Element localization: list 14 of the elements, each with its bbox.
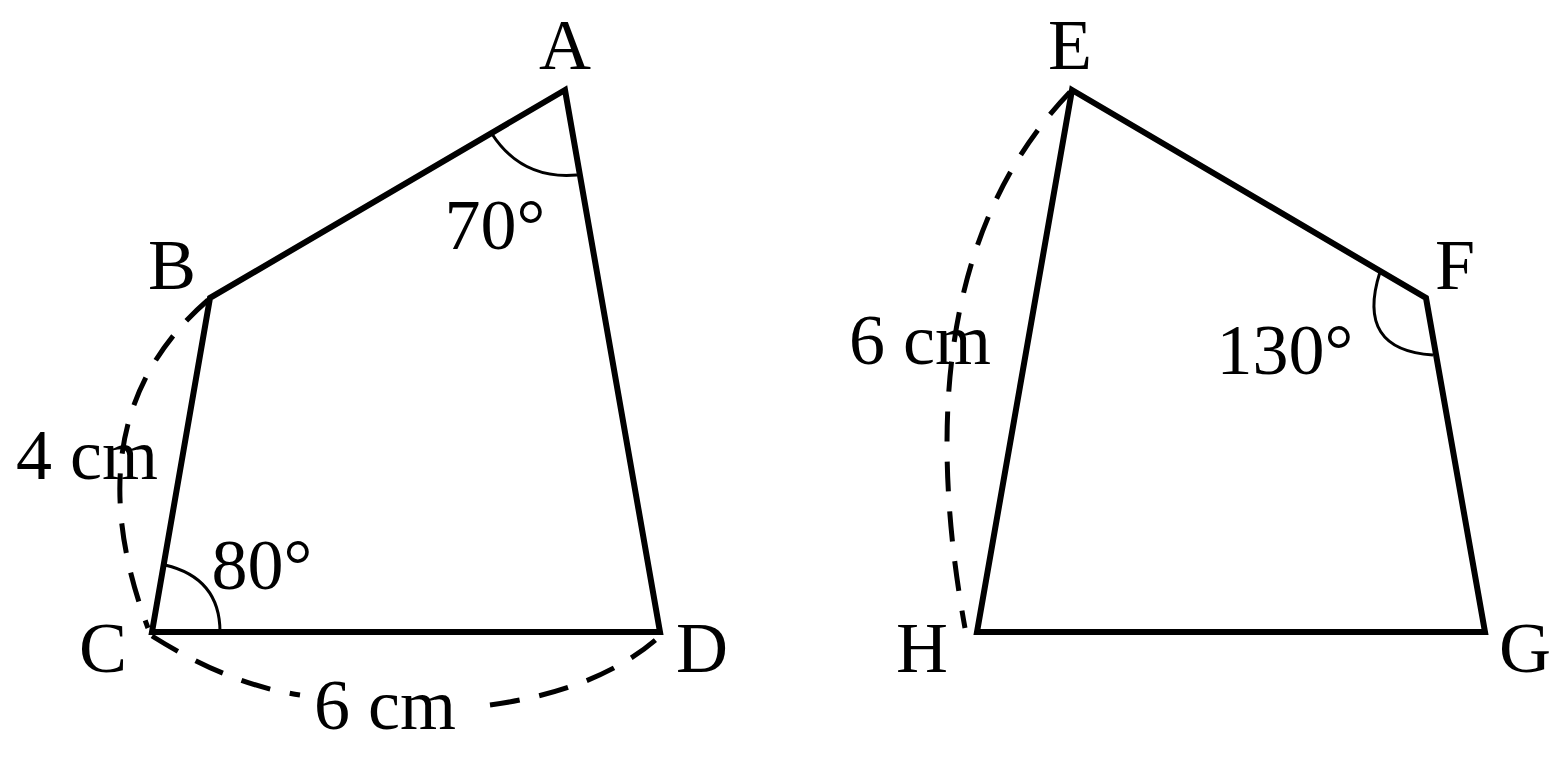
- vertex-label: D: [676, 612, 728, 684]
- angle-label: 70°: [444, 189, 546, 261]
- angle-label: 130°: [1216, 314, 1354, 386]
- vertex-label: G: [1499, 612, 1551, 684]
- length-label: 6 cm: [314, 669, 456, 741]
- vertex-label: A: [539, 9, 591, 81]
- length-label: 6 cm: [849, 304, 991, 376]
- vertex-label: F: [1435, 229, 1475, 301]
- vertex-label: E: [1048, 9, 1092, 81]
- length-label: 4 cm: [16, 419, 158, 491]
- angle-label: 80°: [211, 529, 313, 601]
- vertex-label: H: [896, 612, 948, 684]
- vertex-label: C: [79, 612, 127, 684]
- vertex-label: B: [148, 229, 196, 301]
